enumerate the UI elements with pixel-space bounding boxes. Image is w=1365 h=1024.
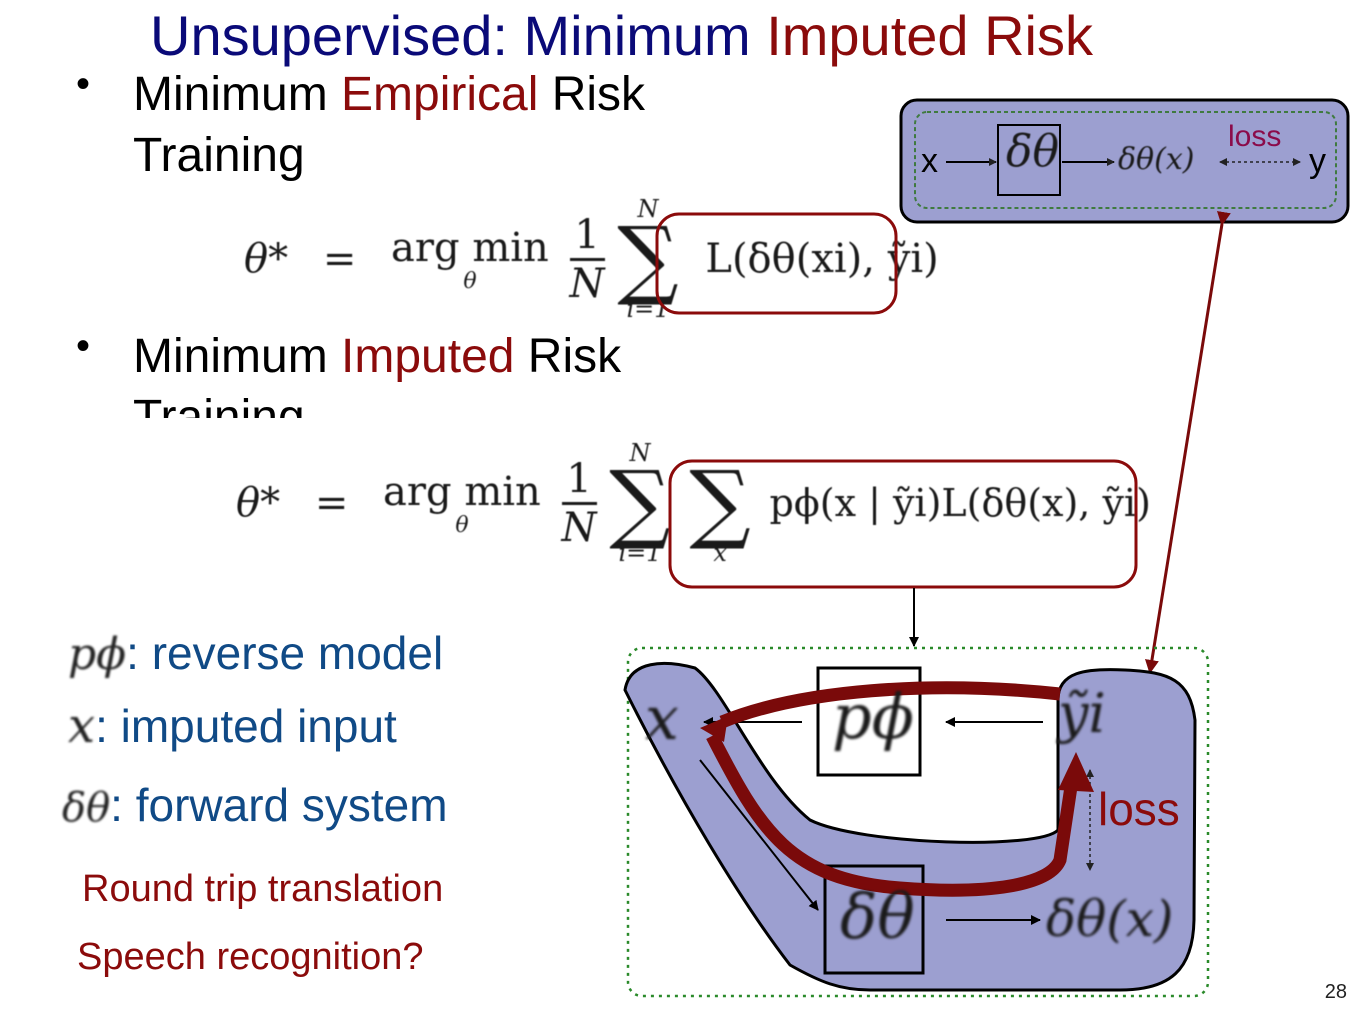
application-round-trip: Round trip translation bbox=[82, 868, 444, 910]
inset-label-loss: loss bbox=[1228, 120, 1282, 153]
reverse-model-box bbox=[816, 666, 922, 777]
title-part-2: Imputed Risk bbox=[766, 4, 1093, 67]
eq2-frac-den: N bbox=[561, 504, 597, 551]
inset-label-output: δθ(x) bbox=[1118, 142, 1194, 177]
round-trip-arrow-bottom bbox=[706, 733, 1079, 897]
page-number: 28 bbox=[1324, 981, 1347, 1003]
main-label-loss: loss bbox=[1098, 783, 1180, 835]
eq2-sum-bottom: i=1 bbox=[618, 539, 662, 567]
bullet-1-line2: Training bbox=[133, 129, 305, 182]
main-forward-symbol: δθ bbox=[840, 880, 915, 953]
legend-symbol-delta: δθ bbox=[62, 785, 111, 831]
legend-reverse-model: pϕ: reverse model bbox=[68, 630, 443, 677]
bullet-2-line2: Training bbox=[133, 391, 305, 418]
forward-system-box bbox=[823, 864, 925, 975]
legend-forward-system: δθ: forward system bbox=[62, 782, 448, 828]
eq1-highlight-frame bbox=[655, 212, 898, 315]
main-label-reverse: pϕ bbox=[832, 680, 914, 753]
legend-imputed-input: x: imputed input bbox=[68, 702, 397, 750]
round-trip-arrow-top bbox=[719, 681, 1061, 729]
eq1-sum-bottom: i=1 bbox=[626, 295, 670, 323]
x-to-forward-arrow bbox=[699, 759, 819, 911]
eq2-highlight-frame bbox=[668, 459, 1138, 589]
eq2-sum2-bottom: x bbox=[713, 539, 727, 567]
bullet-2-post: Risk bbox=[514, 330, 622, 383]
inset-output-symbol: δθ(x) bbox=[1118, 142, 1195, 177]
bullet-2-clip: Minimum Imputed Risk Training bbox=[133, 326, 833, 418]
eq2-sum-top: N bbox=[629, 439, 651, 467]
bullet-2-pre: Minimum bbox=[133, 330, 342, 383]
inset-label-y: y bbox=[1309, 142, 1326, 180]
inset-system-box bbox=[997, 124, 1061, 196]
round-trip-arrowhead-up bbox=[1058, 752, 1094, 792]
eq1-lhs: θ* bbox=[244, 236, 289, 282]
main-reverse-symbol: pϕ bbox=[832, 680, 914, 753]
bullet-1-dot: • bbox=[76, 62, 91, 106]
main-label-forward: δθ bbox=[840, 880, 915, 953]
eq2-argmin: arg min bbox=[383, 469, 541, 515]
eq2-frac-num: 1 bbox=[561, 456, 597, 505]
bullet-2-dot: • bbox=[76, 324, 91, 368]
main-label-x: x bbox=[645, 684, 679, 754]
inset-label-system: δθ bbox=[1006, 126, 1059, 177]
legend-symbol-p-phi: pϕ bbox=[68, 629, 127, 680]
bullet-2: Minimum Imputed Risk Training bbox=[133, 326, 833, 418]
main-label-y-tilde: ỹi bbox=[1058, 682, 1106, 745]
bullet-1-pre: Minimum bbox=[133, 68, 342, 121]
bullet-1: Minimum Empirical Risk Training bbox=[133, 64, 645, 186]
inset-label-x: x bbox=[921, 142, 938, 180]
inset-dashed-border bbox=[914, 111, 1337, 209]
u-shape-region bbox=[623, 662, 1197, 992]
eq1-sum-top: N bbox=[637, 195, 659, 223]
legend-symbol-x: x bbox=[68, 698, 96, 754]
eq1-equals: = bbox=[322, 236, 357, 282]
main-diagram-dotted-border bbox=[626, 646, 1210, 998]
inset-system-symbol: δθ bbox=[1006, 126, 1059, 177]
inset-to-diagram-connector bbox=[1144, 211, 1231, 674]
main-label-output: δθ(x) bbox=[1046, 890, 1173, 948]
main-x-symbol: x bbox=[645, 684, 679, 754]
legend-text-forward: : forward system bbox=[110, 779, 448, 831]
eq1-argmin-sub: θ bbox=[463, 269, 477, 294]
inset-diagram-box bbox=[899, 98, 1350, 224]
round-trip-arrowhead-left bbox=[700, 716, 728, 742]
main-y-tilde-symbol: ỹi bbox=[1058, 682, 1106, 745]
eq1-frac-den: N bbox=[569, 260, 605, 307]
eq1-loss-term: L(δθ(xi), ỹi) bbox=[705, 236, 939, 282]
eq1-frac-num: 1 bbox=[569, 212, 605, 261]
main-output-symbol: δθ(x) bbox=[1046, 890, 1174, 948]
title-part-1: Unsupervised: Minimum bbox=[150, 4, 767, 67]
bullet-1-highlight: Empirical bbox=[341, 68, 539, 121]
eq2-equals: = bbox=[314, 480, 349, 526]
application-speech: Speech recognition? bbox=[77, 936, 424, 978]
legend-text-reverse: : reverse model bbox=[126, 627, 444, 679]
eq2-term: pϕ(x | ỹi)L(δθ(x), ỹi) bbox=[769, 481, 1151, 525]
bullet-2-highlight: Imputed bbox=[341, 330, 515, 383]
eq1-argmin: arg min bbox=[391, 225, 549, 271]
legend-text-imputed: : imputed input bbox=[95, 700, 397, 752]
eq2-lhs: θ* bbox=[236, 480, 281, 526]
slide-title: Unsupervised: Minimum Imputed Risk bbox=[150, 8, 1093, 64]
eq2-argmin-sub: θ bbox=[455, 513, 469, 538]
bullet-1-post: Risk bbox=[538, 68, 646, 121]
